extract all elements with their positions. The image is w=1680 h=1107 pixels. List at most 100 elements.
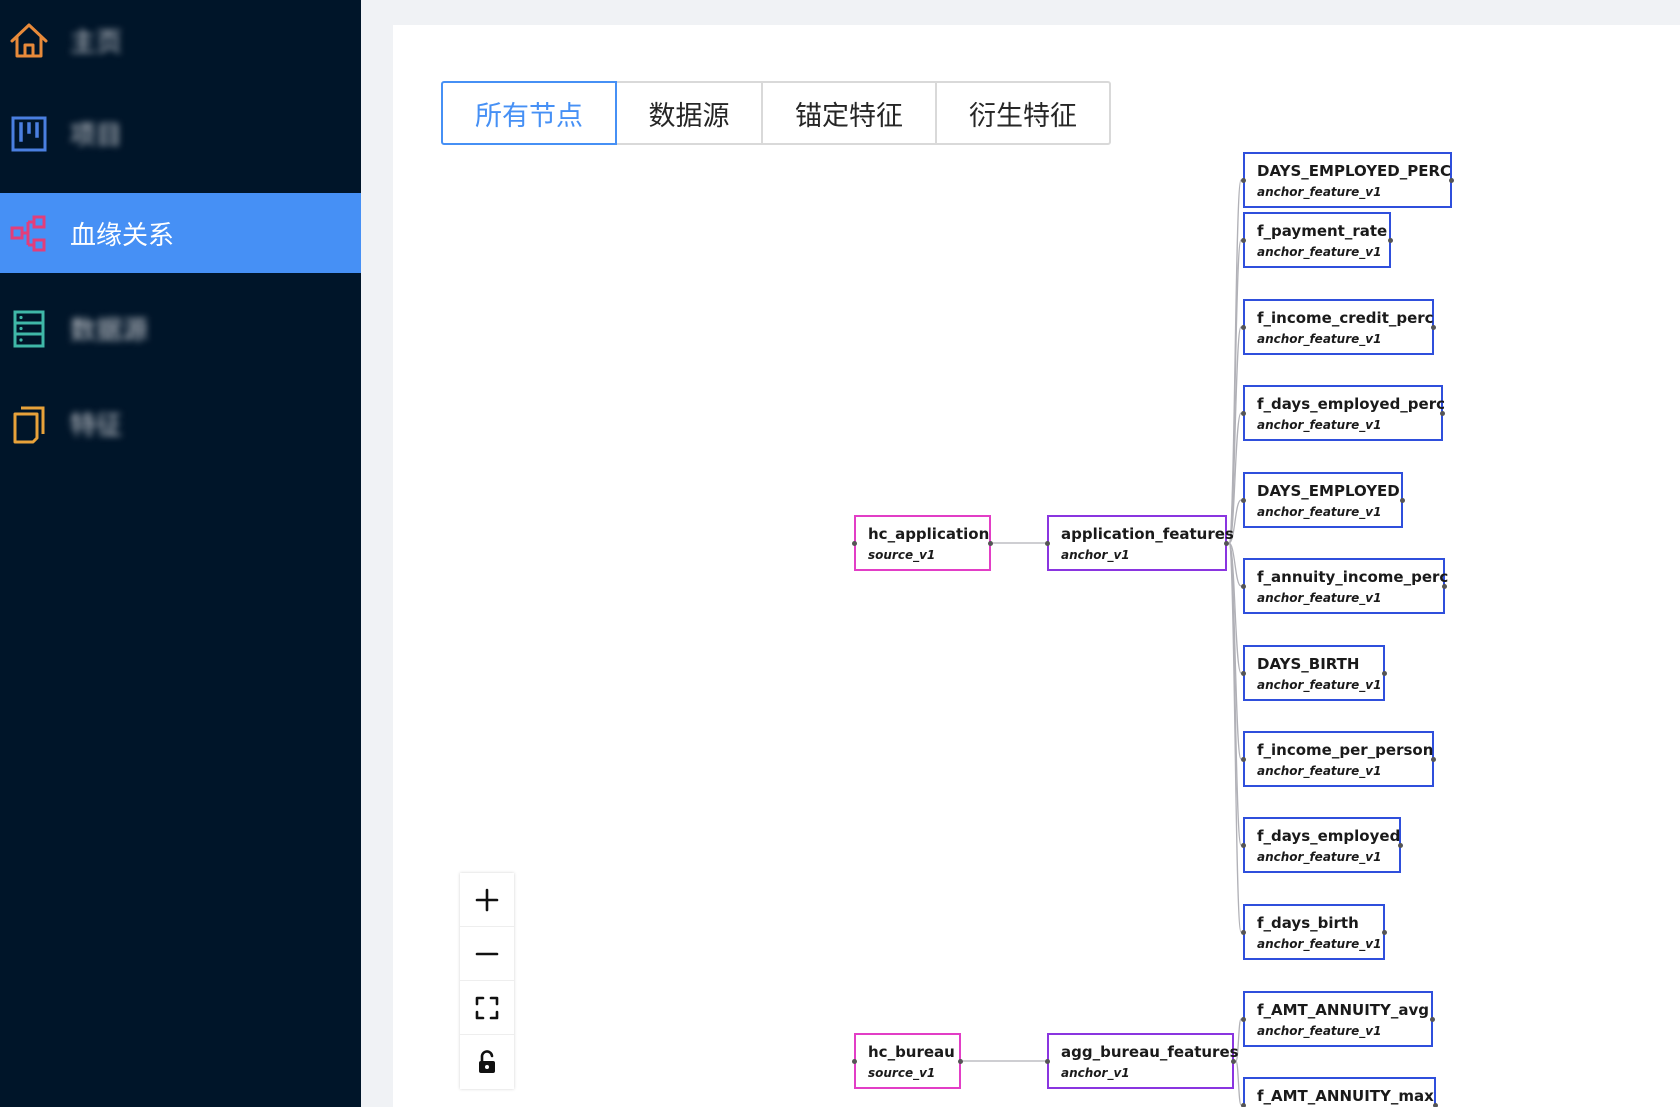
- node-handle-left[interactable]: [1241, 584, 1246, 589]
- node-title: f_days_birth: [1257, 914, 1359, 932]
- graph-edge: [1228, 542, 1242, 846]
- sidebar: 主页项目血缘关系数据源特征: [0, 0, 361, 1107]
- node-title: hc_bureau: [868, 1043, 955, 1061]
- tab-2[interactable]: 锚定特征: [761, 81, 937, 145]
- node-handle-right[interactable]: [1442, 584, 1447, 589]
- node-version: anchor_feature_v1: [1257, 678, 1382, 692]
- plus-icon: [475, 888, 499, 911]
- node-handle-right[interactable]: [958, 1059, 963, 1064]
- node-title: hc_application: [868, 525, 990, 543]
- graph-node-f-payment-rate[interactable]: f_payment_rate anchor_feature_v1: [1241, 212, 1393, 268]
- tab-3[interactable]: 衍生特征: [935, 81, 1111, 145]
- node-version: anchor_feature_v1: [1257, 418, 1382, 432]
- node-handle-left[interactable]: [1241, 1017, 1246, 1022]
- node-version: anchor_feature_v1: [1257, 1024, 1382, 1038]
- tab-1[interactable]: 数据源: [615, 81, 763, 145]
- node-handle-right[interactable]: [988, 541, 993, 546]
- graph-node-f-days-employed-perc[interactable]: f_days_employed_perc anchor_feature_v1: [1241, 385, 1446, 441]
- sidebar-item-label: 主页: [70, 27, 123, 58]
- node-handle-left[interactable]: [1045, 541, 1050, 546]
- node-version: source_v1: [868, 1066, 936, 1080]
- graph-edge: [1235, 1060, 1242, 1106]
- node-handle-right[interactable]: [1431, 325, 1436, 330]
- node-handle-left[interactable]: [1241, 325, 1246, 330]
- node-handle-left[interactable]: [1045, 1059, 1050, 1064]
- node-handle-right[interactable]: [1433, 1103, 1438, 1107]
- node-handle-left[interactable]: [1241, 1103, 1246, 1107]
- node-version: anchor_feature_v1: [1257, 245, 1382, 259]
- graph-node-hc-bureau[interactable]: hc_bureau source_v1: [852, 1033, 963, 1089]
- node-handle-left[interactable]: [1241, 930, 1246, 935]
- node-handle-left[interactable]: [1241, 238, 1246, 243]
- sidebar-item-label: 血缘关系: [70, 220, 175, 251]
- sidebar-item-label: 项目: [70, 120, 123, 151]
- node-version: anchor_v1: [1061, 1066, 1130, 1080]
- edge-layer: [963, 179, 1242, 1106]
- sidebar-item-lineage[interactable]: 血缘关系: [0, 193, 361, 273]
- graph-edge: [1228, 326, 1242, 544]
- node-handle-left[interactable]: [852, 541, 857, 546]
- node-handle-right[interactable]: [1398, 843, 1403, 848]
- graph-node-f-days-employed[interactable]: f_days_employed anchor_feature_v1: [1241, 817, 1403, 873]
- graph-node-f-income-credit-perc[interactable]: f_income_credit_perc anchor_feature_v1: [1241, 299, 1436, 355]
- node-version: anchor_v1: [1061, 548, 1130, 562]
- node-version: anchor_feature_v1: [1257, 332, 1382, 346]
- node-version: anchor_feature_v1: [1257, 185, 1382, 199]
- node-handle-left[interactable]: [1241, 843, 1246, 848]
- node-handle-right[interactable]: [1224, 541, 1229, 546]
- graph-node-days-birth[interactable]: DAYS_BIRTH anchor_feature_v1: [1241, 645, 1387, 701]
- sidebar-item-project-board[interactable]: 项目: [0, 93, 361, 173]
- tab-0[interactable]: 所有节点: [441, 81, 617, 145]
- node-version: anchor_feature_v1: [1257, 764, 1382, 778]
- graph-edge: [1228, 542, 1242, 674]
- zoom-out-button[interactable]: [460, 927, 514, 981]
- fit-view-button[interactable]: [460, 981, 514, 1035]
- node-handle-right[interactable]: [1430, 1017, 1435, 1022]
- node-title: f_days_employed: [1257, 827, 1401, 845]
- graph-controls: [460, 873, 514, 1089]
- node-handle-left[interactable]: [1241, 178, 1246, 183]
- node-handle-right[interactable]: [1388, 238, 1393, 243]
- node-title: DAYS_EMPLOYED_PERC: [1257, 162, 1452, 180]
- node-title: f_days_employed_perc: [1257, 395, 1446, 413]
- home-icon: [10, 23, 48, 58]
- node-title: DAYS_BIRTH: [1257, 655, 1360, 673]
- sidebar-item-home[interactable]: 主页: [0, 0, 361, 80]
- node-handle-left[interactable]: [1241, 757, 1246, 762]
- node-title: f_income_credit_perc: [1257, 309, 1434, 327]
- toggle-interactivity-button[interactable]: [460, 1035, 514, 1089]
- sidebar-item-label: 特征: [70, 410, 123, 441]
- node-handle-right[interactable]: [1231, 1059, 1236, 1064]
- node-handle-left[interactable]: [852, 1059, 857, 1064]
- fit-view-icon: [475, 996, 499, 1019]
- graph-node-days-employed-perc-top[interactable]: DAYS_EMPLOYED_PERC anchor_feature_v1: [1241, 152, 1454, 208]
- node-version: anchor_feature_v1: [1257, 850, 1382, 864]
- sidebar-item-database[interactable]: 数据源: [0, 288, 361, 368]
- node-title: f_AMT_ANNUITY_max: [1257, 1087, 1434, 1105]
- node-handle-right[interactable]: [1449, 178, 1454, 183]
- node-handle-right[interactable]: [1382, 671, 1387, 676]
- graph-edge: [1228, 542, 1242, 933]
- node-handle-right[interactable]: [1431, 757, 1436, 762]
- graph-node-f-amt-annuity-max[interactable]: f_AMT_ANNUITY_maxanchor_feature_v1: [1241, 1077, 1438, 1107]
- node-handle-right[interactable]: [1440, 411, 1445, 416]
- sidebar-item-feature-copy[interactable]: 特征: [0, 383, 361, 463]
- node-handle-left[interactable]: [1241, 411, 1246, 416]
- node-filter-tabs: 所有节点数据源锚定特征衍生特征: [441, 81, 1111, 145]
- zoom-in-button[interactable]: [460, 873, 514, 927]
- node-handle-left[interactable]: [1241, 671, 1246, 676]
- node-version: anchor_feature_v1: [1257, 591, 1382, 605]
- node-handle-right[interactable]: [1400, 498, 1405, 503]
- node-handle-left[interactable]: [1241, 498, 1246, 503]
- node-title: f_payment_rate: [1257, 222, 1388, 240]
- node-handle-right[interactable]: [1382, 930, 1387, 935]
